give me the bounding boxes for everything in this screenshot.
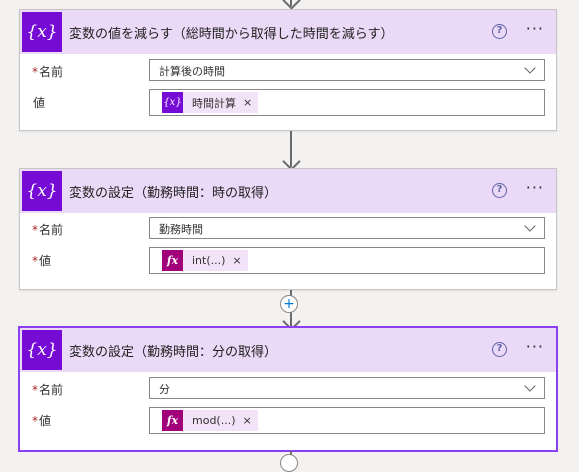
- card-header[interactable]: {x} 変数の設定（勤務時間：時の取得） ? ···: [20, 169, 556, 213]
- insert-step-button[interactable]: [280, 454, 298, 472]
- required-marker: *: [32, 383, 38, 397]
- value-input[interactable]: {x} 時間計算 ×: [149, 89, 545, 116]
- required-marker: *: [32, 414, 38, 428]
- chevron-down-icon[interactable]: [524, 220, 536, 232]
- expression-token[interactable]: fx int(...) ×: [162, 250, 248, 271]
- value-label: *値: [32, 254, 52, 268]
- name-label: *名前: [32, 223, 64, 237]
- remove-token-icon[interactable]: ×: [232, 254, 242, 267]
- name-dropdown[interactable]: 勤務時間: [149, 217, 545, 239]
- more-options-icon[interactable]: ···: [525, 178, 544, 197]
- name-dropdown[interactable]: 分: [149, 377, 545, 399]
- card-title[interactable]: 変数の値を減らす（総時間から取得した時間を減らす）: [69, 27, 394, 42]
- remove-token-icon[interactable]: ×: [243, 96, 253, 109]
- value-label: *値: [32, 414, 52, 428]
- value-input[interactable]: fx mod(...) ×: [149, 407, 545, 434]
- connector-line: [290, 131, 292, 167]
- variable-icon: {x}: [162, 92, 183, 113]
- value-input[interactable]: fx int(...) ×: [149, 247, 545, 274]
- token-label: 時間計算: [192, 96, 236, 110]
- more-options-icon[interactable]: ···: [525, 337, 544, 356]
- chevron-down-icon[interactable]: [524, 62, 536, 74]
- card-header[interactable]: {x} 変数の設定（勤務時間：分の取得） ? ···: [20, 328, 556, 372]
- function-icon: fx: [162, 410, 183, 431]
- required-marker: *: [32, 65, 38, 79]
- token-label: int(...): [192, 254, 226, 267]
- card-header[interactable]: {x} 変数の値を減らす（総時間から取得した時間を減らす） ? ···: [20, 10, 556, 54]
- name-dropdown-value: 勤務時間: [159, 223, 203, 236]
- action-card-set-variable-minutes[interactable]: {x} 変数の設定（勤務時間：分の取得） ? ··· *名前 分 *値 fx m…: [19, 327, 557, 451]
- help-icon[interactable]: ?: [492, 342, 507, 357]
- name-label: *名前: [32, 65, 64, 79]
- variable-icon: {x}: [22, 330, 62, 370]
- name-dropdown-value: 計算後の時間: [159, 65, 225, 78]
- help-icon[interactable]: ?: [492, 183, 507, 198]
- variable-icon: {x}: [22, 171, 62, 211]
- required-marker: *: [32, 254, 38, 268]
- token-label: mod(...): [192, 414, 236, 427]
- card-title[interactable]: 変数の設定（勤務時間：分の取得）: [69, 345, 278, 360]
- more-options-icon[interactable]: ···: [525, 19, 544, 38]
- function-icon: fx: [162, 250, 183, 271]
- help-icon[interactable]: ?: [492, 24, 507, 39]
- chevron-down-icon[interactable]: [524, 380, 536, 392]
- connector-line-top: [290, 0, 292, 6]
- name-label: *名前: [32, 383, 64, 397]
- variable-icon: {x}: [22, 12, 62, 52]
- required-marker: *: [32, 223, 38, 237]
- dynamic-content-token[interactable]: {x} 時間計算 ×: [162, 92, 259, 113]
- action-card-decrement-variable[interactable]: {x} 変数の値を減らす（総時間から取得した時間を減らす） ? ··· *名前 …: [19, 9, 557, 131]
- name-dropdown-value: 分: [159, 383, 170, 396]
- value-label: 値: [33, 96, 46, 110]
- expression-token[interactable]: fx mod(...) ×: [162, 410, 258, 431]
- name-dropdown[interactable]: 計算後の時間: [149, 59, 545, 81]
- action-card-set-variable-hours[interactable]: {x} 変数の設定（勤務時間：時の取得） ? ··· *名前 勤務時間 *値 f…: [19, 168, 557, 290]
- card-title[interactable]: 変数の設定（勤務時間：時の取得）: [69, 186, 278, 201]
- insert-step-button[interactable]: +: [280, 295, 298, 313]
- remove-token-icon[interactable]: ×: [242, 414, 252, 427]
